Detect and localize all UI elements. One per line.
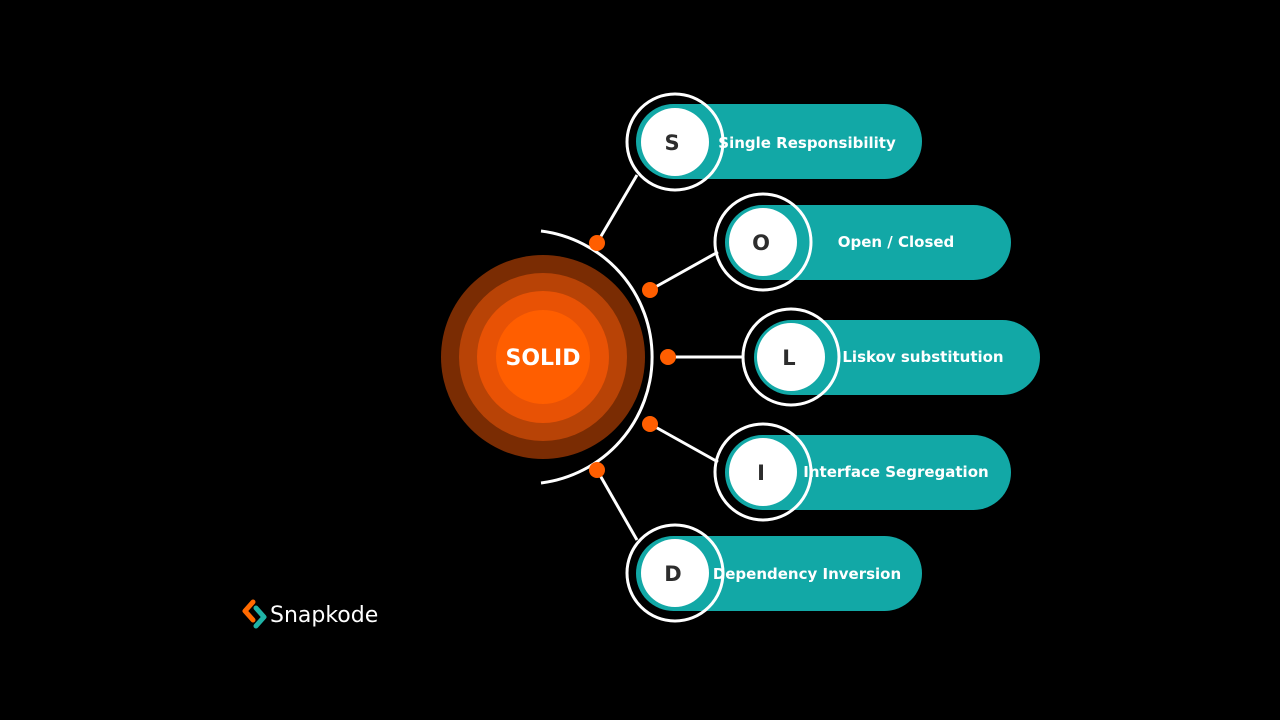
letter-i: I [757, 461, 765, 485]
badge-s [641, 108, 709, 176]
pill-s [636, 104, 922, 179]
letter-d: D [664, 562, 681, 586]
node-dot-o [642, 282, 658, 298]
badge-i [729, 438, 797, 506]
pill-i [725, 435, 1011, 510]
badge-ring-i [713, 422, 813, 522]
core-inner [496, 310, 590, 404]
badge-ring-l [741, 307, 841, 407]
label-l: Liskov substitution [842, 348, 1003, 366]
connector-s [595, 174, 639, 244]
principle-l: L Liskov substitution [741, 307, 1040, 407]
connector-d [595, 469, 639, 541]
pill-o [725, 205, 1011, 280]
badge-ring-d [625, 523, 725, 623]
principle-s: S Single Responsibility [625, 92, 922, 192]
label-o: Open / Closed [838, 233, 955, 251]
connectors [595, 174, 744, 541]
pill-d [636, 536, 922, 611]
pill-l [754, 320, 1040, 395]
node-dots [589, 235, 676, 478]
badge-ring-s [625, 92, 725, 192]
snapkode-logo-icon [242, 599, 267, 629]
core: SOLID [441, 255, 645, 459]
letter-l: L [782, 346, 795, 370]
core-label: SOLID [505, 346, 580, 371]
label-s: Single Responsibility [718, 134, 896, 152]
badge-l [757, 323, 825, 391]
node-dot-s [589, 235, 605, 251]
node-dot-l [660, 349, 676, 365]
principle-d: D Dependency Inversion [625, 523, 922, 623]
brand-logo: Snapkode [242, 599, 378, 629]
label-i: Interface Segregation [803, 463, 988, 481]
principle-i: I Interface Segregation [713, 422, 1011, 522]
badge-ring-o [713, 192, 813, 292]
node-dot-d [589, 462, 605, 478]
label-d: Dependency Inversion [713, 565, 901, 583]
badge-o [729, 208, 797, 276]
principle-o: O Open / Closed [713, 192, 1011, 292]
connector-i [649, 422, 719, 464]
letter-o: O [752, 231, 770, 255]
brand-name: Snapkode [270, 603, 378, 628]
node-dot-i [642, 416, 658, 432]
connector-o [649, 250, 719, 292]
letter-s: S [664, 131, 679, 155]
badge-d [641, 539, 709, 607]
